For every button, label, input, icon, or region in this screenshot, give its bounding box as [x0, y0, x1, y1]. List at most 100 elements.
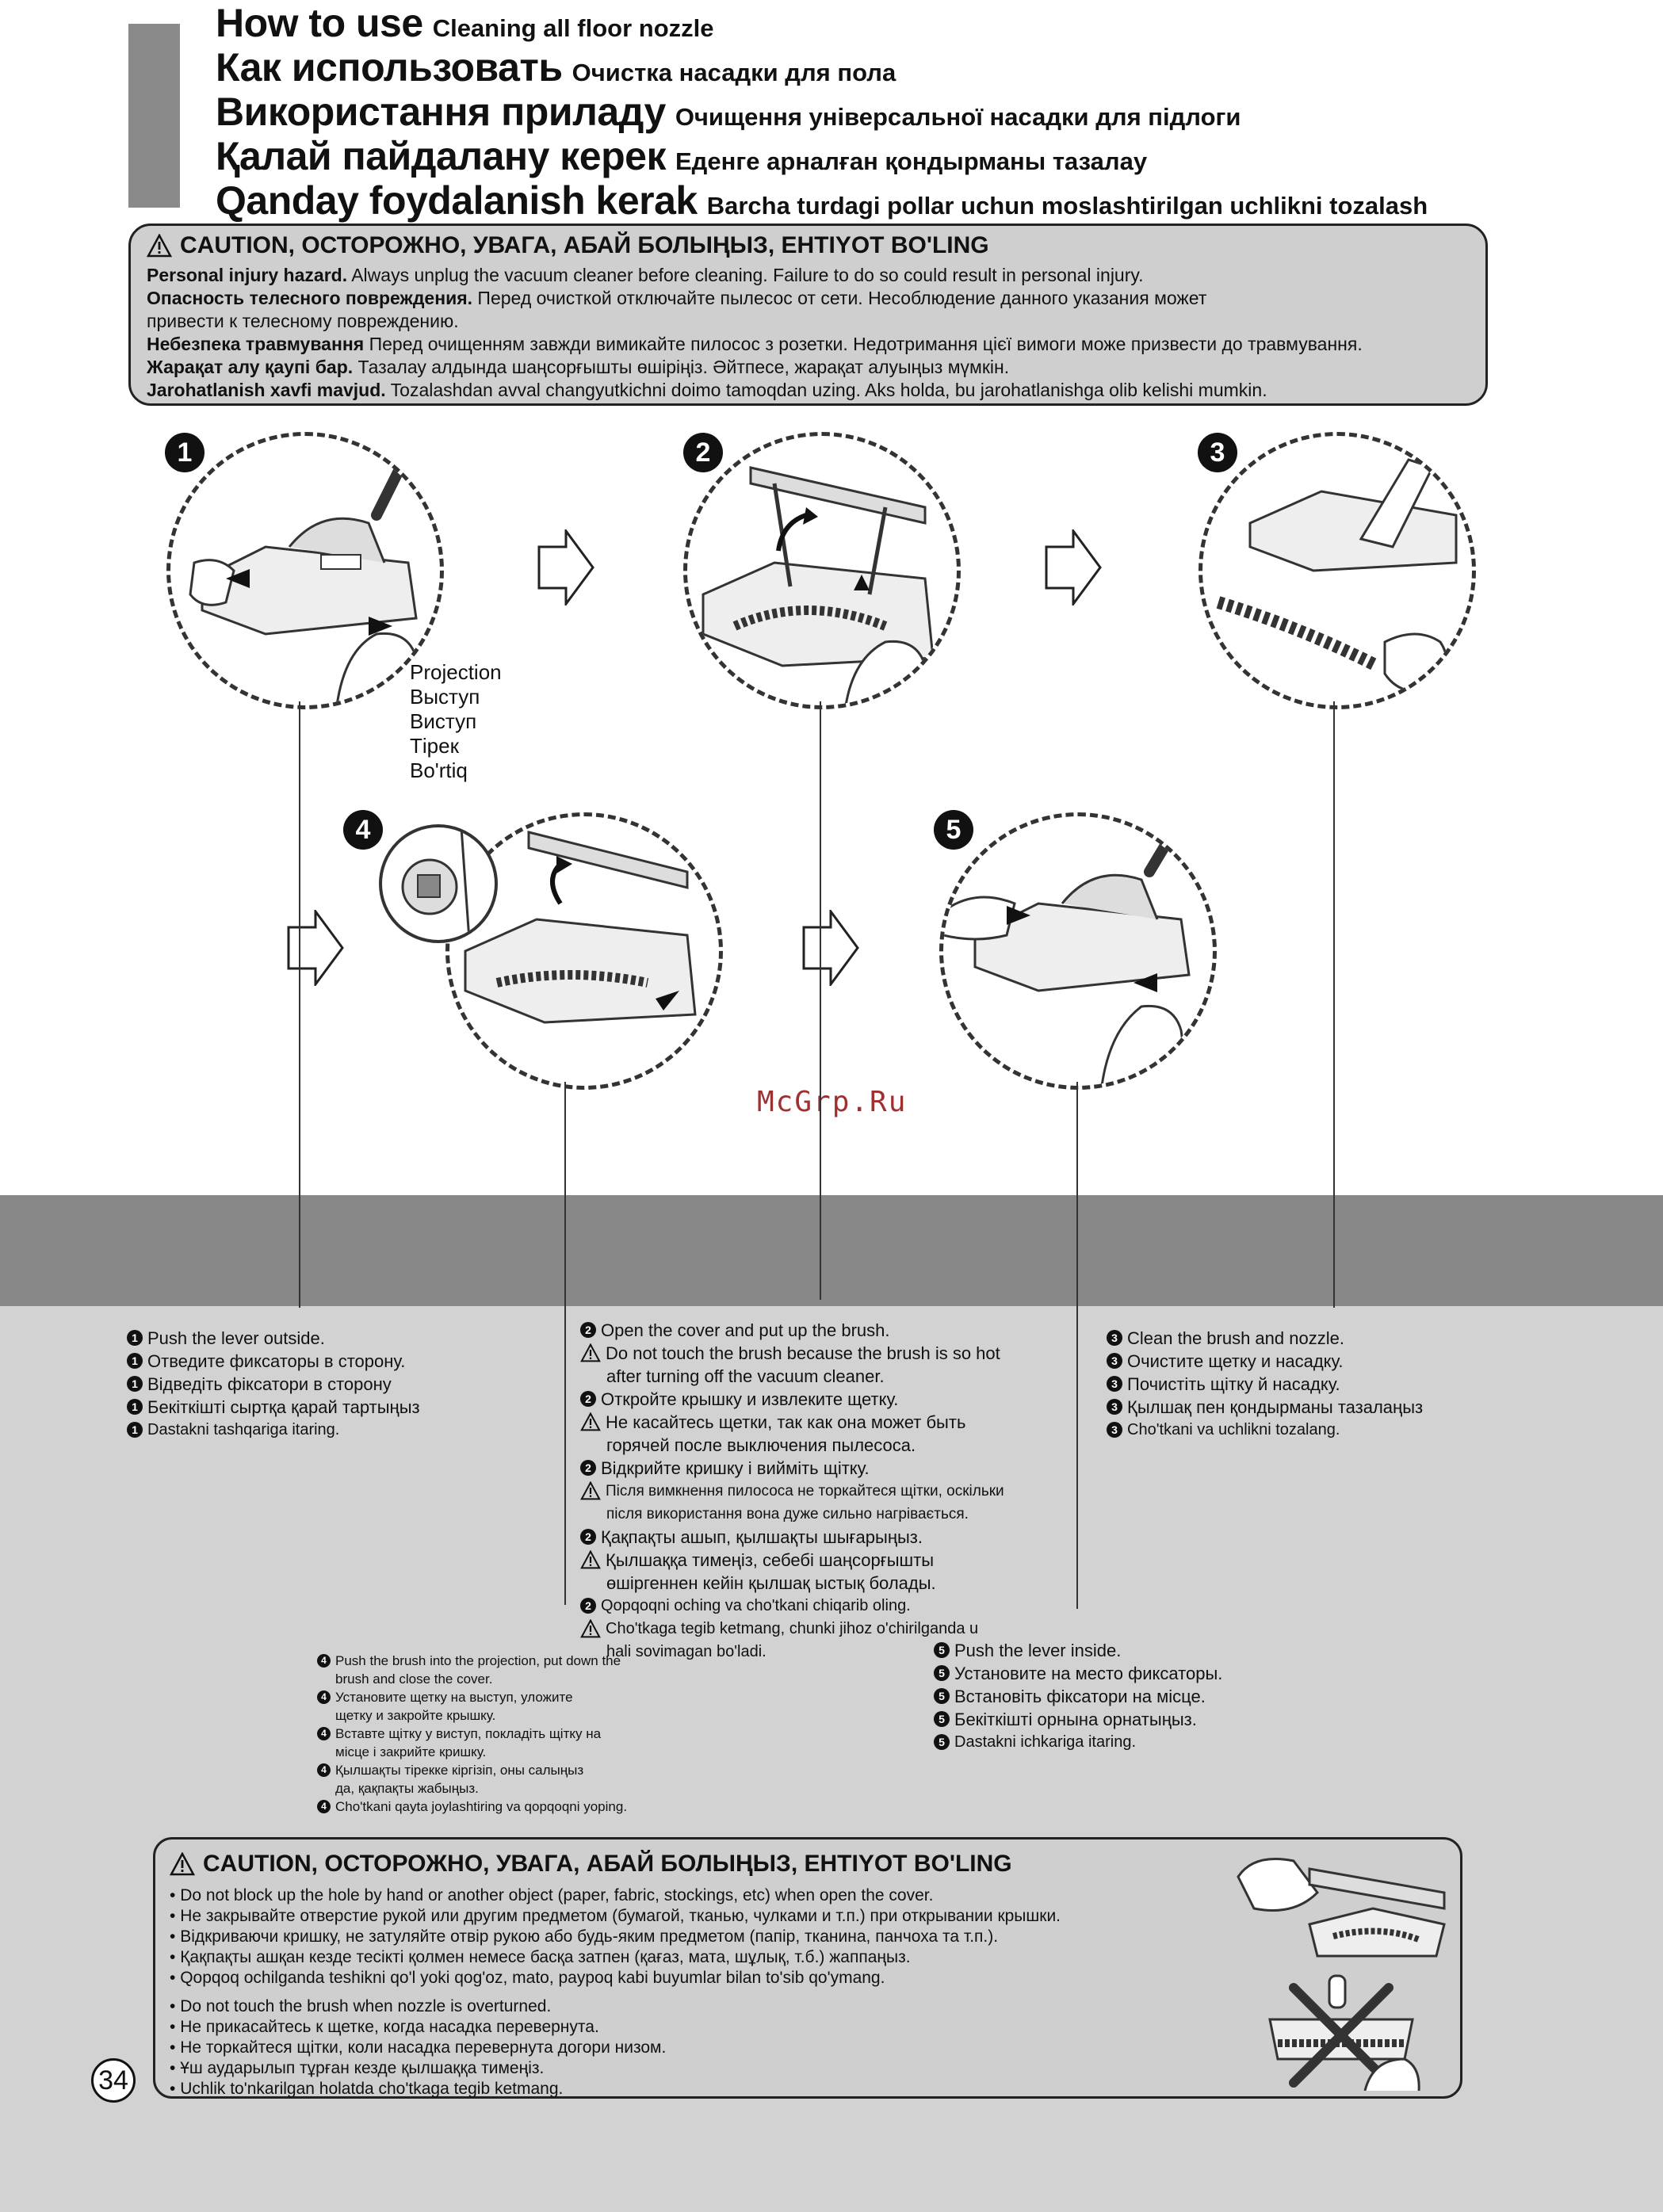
step3-en: Clean the brush and nozzle. [1127, 1327, 1344, 1350]
step4-en-cont: brush and close the cover. [317, 1670, 627, 1688]
projection-detail [379, 824, 498, 943]
step3-illustration [1199, 432, 1476, 709]
step4-kk-cont: да, қақпақты жабыңыз. [317, 1779, 627, 1797]
step2-en: Open the cover and put up the brush. [601, 1319, 889, 1342]
step1-uz: Dastakni tashqariga itaring. [147, 1419, 339, 1442]
title-sub: Barcha turdagi pollar uchun moslashtiril… [707, 192, 1428, 220]
step-number-5: 5 [934, 810, 973, 850]
step-bullet: 4 [317, 1654, 331, 1668]
step-bullet: 1 [127, 1399, 143, 1415]
step-bullet: 1 [127, 1376, 143, 1392]
warning-icon [580, 1412, 601, 1431]
caution-bullet: • Не прикасайтесь к щетке, когда насадка… [170, 2017, 1446, 2038]
step1-kk: Бекіткішті сыртқа қарай тартыңыз [147, 1396, 420, 1419]
step2-uk-warning: Після вимкнення пилососа не торкайтеся щ… [606, 1480, 1004, 1503]
title-main: Qanday foydalanish kerak [216, 178, 698, 223]
title-kk: Қалай пайдалану керек Еденге арналған қон… [216, 133, 1147, 179]
step3-ru: Очистите щетку и насадку. [1127, 1350, 1343, 1373]
step2-en-warning-cont: after turning off the vacuum cleaner. [580, 1365, 1004, 1388]
title-sub: Еденге арналған қондырманы тазалау [675, 147, 1147, 175]
step-number-3: 3 [1198, 433, 1237, 472]
caution-bullet: • Uchlik to'nkarilgan holatda cho'tkaga … [170, 2079, 1446, 2099]
step1-instructions: 1Push the lever outside. 1Отведите фикса… [127, 1327, 420, 1442]
step-bullet: 5 [934, 1665, 950, 1681]
step-bullet: 4 [317, 1800, 331, 1813]
step5-uk: Встановіть фіксатори на місце. [954, 1685, 1206, 1708]
title-ru: Как использовать Очистка насадки для пола [216, 44, 896, 90]
caution-bullet: • Не торкайтеся щітки, коли насадка пере… [170, 2038, 1446, 2058]
step-bullet: 5 [934, 1711, 950, 1727]
step3-kk: Қылшақ пен қондырманы тазалаңыз [1127, 1396, 1423, 1419]
warning-icon [580, 1481, 601, 1500]
step-bullet: 5 [934, 1688, 950, 1704]
step2-uk: Відкрийте кришку і вийміть щітку. [601, 1457, 870, 1480]
caution-bullet: • Qopqoq ochilganda teshikni qo'l yoki q… [170, 1968, 1446, 1989]
nozzle-lever-in-drawing [943, 816, 1213, 1086]
step4-uz: Cho'tkani qayta joylashtiring va qopqoqn… [335, 1797, 627, 1816]
title-sub: Очистка насадки для пола [572, 59, 896, 86]
title-main: Как использовать [216, 45, 563, 90]
step-bullet: 2 [580, 1460, 596, 1476]
step2-kk-warning-cont: өшіргеннен кейін қылшақ ыстық болады. [580, 1572, 1004, 1595]
watermark: McGrp.Ru [757, 1086, 907, 1118]
step-bullet: 3 [1107, 1376, 1122, 1392]
connector-line [1333, 701, 1335, 1308]
caution-heading-text: CAUTION, ОСТОРОЖНО, УВАГА, АБАЙ БОЛЫҢЫЗ,… [203, 1851, 1012, 1878]
warning-icon [580, 1550, 601, 1569]
step-bullet: 2 [580, 1598, 596, 1614]
step4-uk-cont: місце і закрийте кришку. [317, 1743, 627, 1761]
warning-icon [580, 1343, 601, 1362]
clean-brush-drawing [1202, 436, 1472, 705]
title-main: Қалай пайдалану керек [216, 134, 666, 178]
step1-ru: Отведите фиксаторы в сторону. [147, 1350, 405, 1373]
step1-illustration [166, 432, 444, 709]
step-bullet: 2 [580, 1322, 596, 1338]
step5-ru: Установите на место фиксаторы. [954, 1662, 1222, 1685]
step4-uk: Вставте щітку у виступ, покладіть щітку … [335, 1725, 601, 1743]
title-main: Використання приладу [216, 90, 666, 134]
caution-line: Personal injury hazard. Always unplug th… [147, 264, 1470, 287]
caution-line: Жарақат алу қаупі бар. Тазалау алдында ш… [147, 356, 1470, 379]
step5-uz: Dastakni ichkariga itaring. [954, 1731, 1136, 1754]
title-main: How to use [216, 1, 423, 45]
warning-icon [170, 1852, 195, 1876]
caution-bullet: • Ұш аударылып тұрған кезде қылшаққа тим… [170, 2058, 1446, 2079]
title-uz: Qanday foydalanish kerak Barcha turdagi p… [216, 178, 1428, 223]
projection-label: Виступ [410, 709, 502, 734]
step-bullet: 4 [317, 1763, 331, 1777]
title-sub: Очищення універсальної насадки для підло… [675, 103, 1241, 131]
step-bullet: 3 [1107, 1399, 1122, 1415]
flow-arrow-icon [287, 910, 344, 986]
projection-labels: Projection Выступ Виступ Тірек Bo'rtiq [410, 660, 502, 783]
step-bullet: 1 [127, 1422, 143, 1438]
step-bullet: 1 [127, 1330, 143, 1346]
gray-band [0, 1195, 1663, 1306]
step1-uk: Відведіть фіксатори в сторону [147, 1373, 392, 1396]
caution-line: привести к телесному повреждению. [147, 310, 1470, 333]
step3-uz: Cho'tkani va uchlikni tozalang. [1127, 1419, 1340, 1442]
title-uk: Використання приладу Очищення універсальн… [216, 89, 1241, 135]
step3-uk: Почистіть щітку й насадку. [1127, 1373, 1340, 1396]
step-number-2: 2 [683, 433, 723, 472]
flow-arrow-icon [802, 910, 859, 986]
step2-uz-warning: Cho'tkaga tegib ketmang, chunki jihoz o'… [606, 1618, 978, 1641]
step4-instructions: 4 Push the brush into the projection, put… [317, 1652, 627, 1816]
step4-ru-cont: щетку и закройте крышку. [317, 1706, 627, 1725]
section-tab [128, 24, 180, 208]
step2-illustration [683, 432, 961, 709]
open-cover-hand-illustration [1230, 1845, 1452, 1964]
step-bullet: 3 [1107, 1353, 1122, 1369]
caution-bullet: • Do not touch the brush when nozzle is … [170, 1996, 1446, 2017]
connector-line [820, 701, 821, 1300]
connector-line [1076, 1082, 1078, 1609]
step-number-4: 4 [343, 810, 383, 850]
step5-instructions: 5Push the lever inside. 5Установите на м… [934, 1639, 1222, 1754]
step-bullet: 4 [317, 1727, 331, 1740]
step5-en: Push the lever inside. [954, 1639, 1121, 1662]
step2-kk-warning: Қылшаққа тимеңіз, себебі шаңсорғышты [606, 1549, 934, 1572]
step4-en: Push the brush into the projection, put … [335, 1652, 621, 1670]
step-bullet: 5 [934, 1642, 950, 1658]
step-bullet: 1 [127, 1353, 143, 1369]
